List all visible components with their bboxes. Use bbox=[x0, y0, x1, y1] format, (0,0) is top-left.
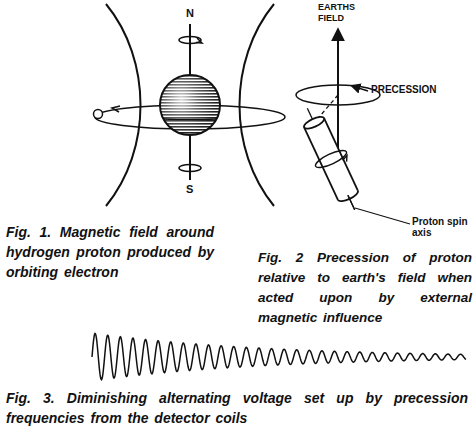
rotation-ring bbox=[179, 165, 201, 172]
proton-cylinder bbox=[292, 101, 370, 217]
orbit-front bbox=[163, 118, 217, 120]
figure-caption: Fig. 3. Diminishing alternating voltage … bbox=[6, 388, 468, 428]
electron bbox=[94, 110, 103, 119]
orbit-arrow bbox=[112, 106, 120, 112]
figure-caption: Fig. 2 Precession of proton relative to … bbox=[258, 248, 472, 328]
spin-ring bbox=[313, 147, 348, 170]
earth-field-arrow bbox=[337, 30, 339, 150]
figure-caption: Fig. 1. Magnetic field around hydrogen p… bbox=[6, 222, 214, 282]
leader-line bbox=[355, 208, 410, 224]
sphere-highlight bbox=[161, 76, 219, 134]
pole-label: N bbox=[186, 8, 200, 19]
precession-label: PRECESSION bbox=[371, 84, 461, 95]
fig3-illustration bbox=[92, 333, 466, 379]
fig2-illustration bbox=[292, 30, 410, 224]
rotation-ring bbox=[179, 37, 201, 44]
field-line bbox=[106, 4, 141, 206]
decay-waveform bbox=[92, 333, 466, 379]
axis-label: Proton spin axis bbox=[412, 216, 470, 238]
precession-arrow bbox=[352, 86, 368, 91]
proton-sphere bbox=[160, 75, 220, 135]
pole-label: S bbox=[186, 184, 200, 195]
field-label: EARTHS FIELD bbox=[318, 2, 364, 24]
rotation-arrow bbox=[196, 38, 202, 43]
fig1-illustration bbox=[94, 4, 286, 206]
field-line bbox=[240, 4, 275, 206]
